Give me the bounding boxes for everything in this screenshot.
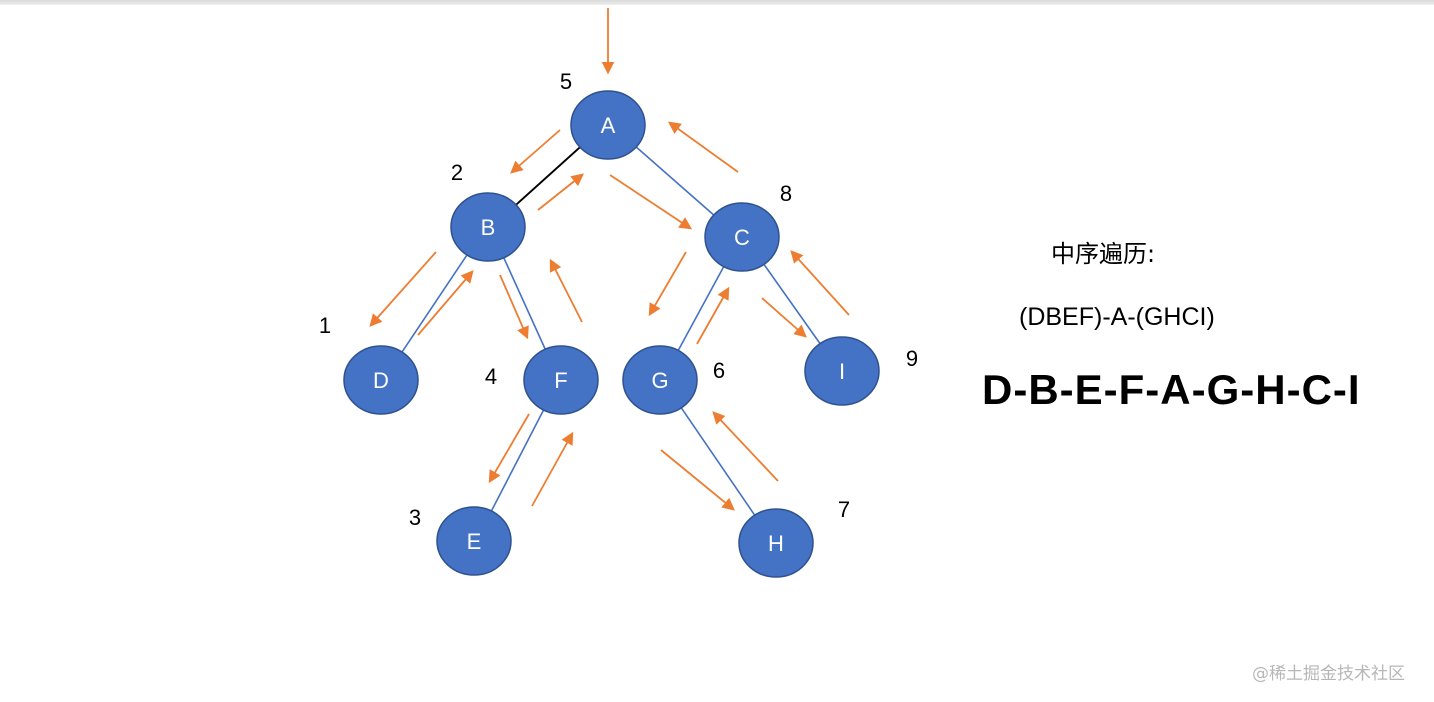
traversal-arrow (660, 449, 735, 511)
node-circle (738, 508, 814, 578)
node-circle (523, 345, 599, 415)
edge-B-F (501, 254, 548, 353)
node-label: A (601, 113, 616, 138)
visit-order-B: 2 (451, 160, 463, 185)
tree-node-G: G (622, 345, 698, 415)
visit-order-E: 3 (409, 505, 421, 530)
tree-node-D: D (343, 345, 419, 415)
tree-nodes: A B C D F G I E H (343, 90, 880, 578)
traversal-arrow (499, 274, 529, 340)
edge-A-B (512, 144, 584, 208)
tree-edges (399, 144, 823, 519)
edge-C-I (761, 261, 823, 347)
node-label: E (467, 529, 482, 554)
edge-G-H (678, 404, 758, 519)
visit-order-I: 9 (906, 346, 918, 371)
tree-node-F: F (523, 345, 599, 415)
tree-node-H: H (738, 508, 814, 578)
node-circle (704, 202, 780, 272)
edge-A-C (633, 144, 717, 218)
traversal-arrow (417, 270, 474, 336)
top-border (0, 0, 1434, 5)
visit-order-G: 6 (713, 358, 725, 383)
node-label: I (839, 359, 845, 384)
tree-node-I: I (804, 336, 880, 406)
tree-node-B: B (450, 192, 526, 262)
node-label: H (768, 531, 784, 556)
traversal-arrow (761, 297, 807, 338)
node-label: D (373, 368, 389, 393)
node-circle (570, 90, 646, 160)
visit-order-A: 5 (560, 69, 572, 94)
traversal-arrow (648, 251, 687, 317)
visit-order-F: 4 (485, 364, 497, 389)
traversal-arrow (510, 129, 561, 174)
traversal-arrow (696, 286, 730, 345)
node-label: G (651, 368, 668, 393)
inorder-sequence: D-B-E-F-A-G-H-C-I (982, 366, 1361, 413)
traversal-arrow (537, 173, 584, 211)
traversal-arrow (712, 411, 779, 482)
watermark: @稀土掘金技术社区 (1252, 664, 1405, 684)
visit-order-D: 1 (319, 313, 331, 338)
node-circle (450, 192, 526, 262)
node-label: B (481, 215, 496, 240)
traversal-arrow (369, 251, 437, 327)
tree-node-E: E (436, 506, 512, 576)
tree-node-C: C (704, 202, 780, 272)
edge-C-G (675, 263, 727, 354)
traversal-arrow (531, 431, 574, 507)
traversal-arrow (790, 250, 850, 316)
traversal-arrows (369, 8, 850, 511)
node-circle (804, 336, 880, 406)
traversal-arrow (667, 121, 739, 173)
node-circle (436, 506, 512, 576)
traversal-arrow (488, 413, 530, 484)
grouped-sequence: (DBEF)-A-(GHCI) (1019, 303, 1215, 331)
traversal-arrow (549, 258, 583, 323)
node-label: C (734, 225, 750, 250)
edge-F-E (489, 406, 546, 515)
traversal-arrow (609, 174, 693, 230)
node-circle (622, 345, 698, 415)
tree-node-A: A (570, 90, 646, 160)
edge-B-D (399, 251, 470, 356)
traversal-title: 中序遍历: (1051, 240, 1156, 268)
node-circle (343, 345, 419, 415)
visit-order-C: 8 (780, 181, 792, 206)
node-label: F (554, 368, 567, 393)
visit-order-H: 7 (838, 497, 850, 522)
